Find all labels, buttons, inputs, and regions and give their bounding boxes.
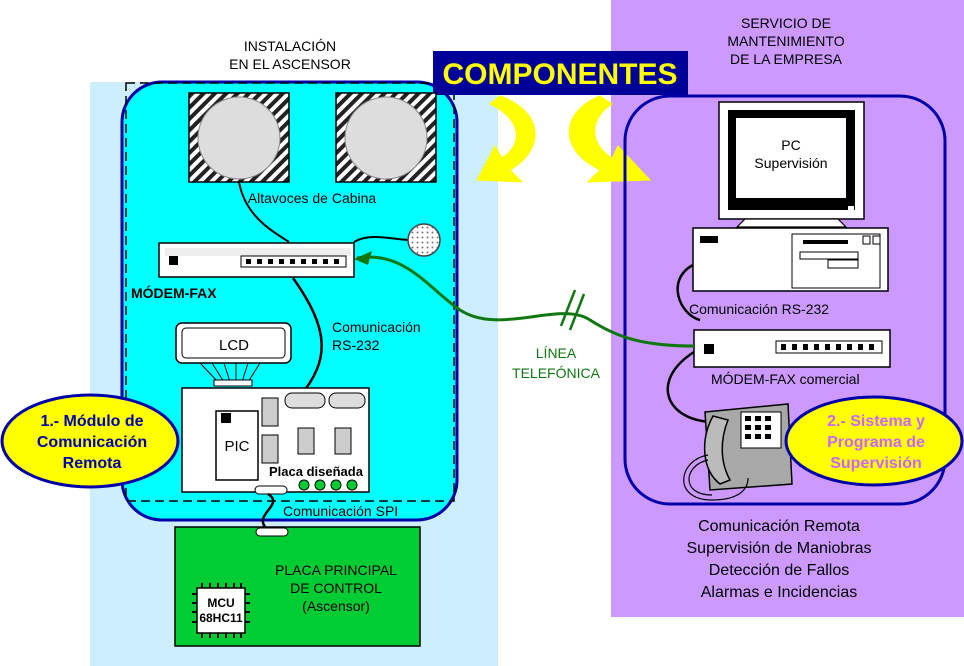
lcd-display <box>175 322 292 364</box>
phone-line <box>356 255 695 348</box>
speakers-label: Altavoces de Cabina <box>248 190 377 206</box>
main-board-connector <box>255 527 289 537</box>
title-banner <box>433 51 688 95</box>
spi-cable <box>261 492 275 531</box>
module-badge <box>0 393 180 489</box>
designed-board <box>181 387 370 495</box>
spi-label: Comunicación SPI <box>283 503 398 519</box>
mcu-label-line2: 68HC11 <box>199 611 243 625</box>
module-badge-line2: Comunicación <box>37 434 147 451</box>
spi-connector <box>254 485 288 495</box>
chip-1 <box>261 397 279 427</box>
rs232-cable-installation <box>291 277 323 397</box>
pc-label-line1: PC <box>781 137 800 153</box>
service-heading-line2: MANTENIMIENTO <box>727 33 844 49</box>
speaker-cable <box>238 181 290 243</box>
cabin-speakers <box>188 92 437 183</box>
modem-fax-commercial <box>693 329 891 368</box>
function-item: Detección de Fallos <box>709 562 850 579</box>
board-connector-2 <box>328 392 366 409</box>
function-item: Alarmas e Incidencias <box>701 584 858 601</box>
service-heading-line3: DE LA EMPRESA <box>730 51 843 67</box>
installation-heading-line2: EN EL ASCENSOR <box>229 56 351 72</box>
module-badge-line3: Remota <box>63 455 122 472</box>
yellow-arrow-left <box>476 95 536 183</box>
board-led <box>314 479 326 491</box>
module-dashed-outline <box>125 82 455 502</box>
board-connector-1 <box>284 392 326 409</box>
chip-3 <box>297 427 315 455</box>
mcu-chip <box>192 583 250 638</box>
rs232-cable-service <box>676 263 701 322</box>
microphone <box>407 223 441 257</box>
service-heading-line1: SERVICIO DE <box>741 15 831 31</box>
main-board-line2: DE CONTROL <box>290 580 382 596</box>
service-modem-label: MÓDEM-FAX comercial <box>711 371 860 387</box>
comm-rs232-line2: RS-232 <box>332 337 380 353</box>
speaker-right-cone <box>344 96 428 180</box>
phone-cable <box>666 350 713 424</box>
service-modem-led <box>704 344 714 354</box>
lcd-label: LCD <box>219 337 249 354</box>
function-item: Supervisión de Maniobras <box>687 540 872 557</box>
yellow-arrow-right <box>568 95 652 183</box>
pic-label: PIC <box>224 438 249 455</box>
pc-monitor <box>718 101 865 228</box>
phone-line-arrowhead <box>354 251 372 265</box>
microphone-cable <box>353 235 411 243</box>
board-led <box>330 479 342 491</box>
chip-4 <box>334 427 352 455</box>
phone-line-label-line1: LÍNEA <box>536 345 577 361</box>
modem-fax-installation <box>158 242 355 278</box>
pc-label-line2: Supervisión <box>754 155 827 171</box>
diagram-title: COMPONENTES <box>442 58 677 91</box>
module-badge-line1: 1.- Módulo de <box>40 413 143 430</box>
system-badge-line1: 2.- Sistema y <box>827 413 925 430</box>
modem-led <box>169 256 178 265</box>
board-led <box>298 479 310 491</box>
function-item: Comunicación Remota <box>698 518 860 535</box>
service-rs232-label: Comunicación RS-232 <box>689 301 829 317</box>
supervision-box <box>623 94 947 506</box>
system-badge-line2: Programa de <box>827 434 925 451</box>
board-label: Placa diseñada <box>269 464 364 479</box>
lcd-ribbon-cable <box>199 362 261 383</box>
modem-label: MÓDEM-FAX <box>131 284 217 301</box>
phone-line-break-mark <box>559 289 586 331</box>
telephone <box>683 403 793 501</box>
board-led <box>346 479 358 491</box>
system-badge <box>784 395 964 487</box>
main-board-line3: (Ascensor) <box>302 598 370 614</box>
pc-tower <box>692 227 889 292</box>
chip-2 <box>261 434 279 464</box>
mcu-label-line1: MCU <box>207 596 234 610</box>
main-board-line1: PLACA PRINCIPAL <box>275 562 397 578</box>
speaker-left-cone <box>197 96 281 180</box>
system-badge-line3: Supervisión <box>830 455 922 472</box>
installation-heading-line1: INSTALACIÓN <box>244 38 336 54</box>
phone-line-label-line2: TELEFÓNICA <box>512 365 601 381</box>
comm-rs232-line1: Comunicación <box>332 319 421 335</box>
